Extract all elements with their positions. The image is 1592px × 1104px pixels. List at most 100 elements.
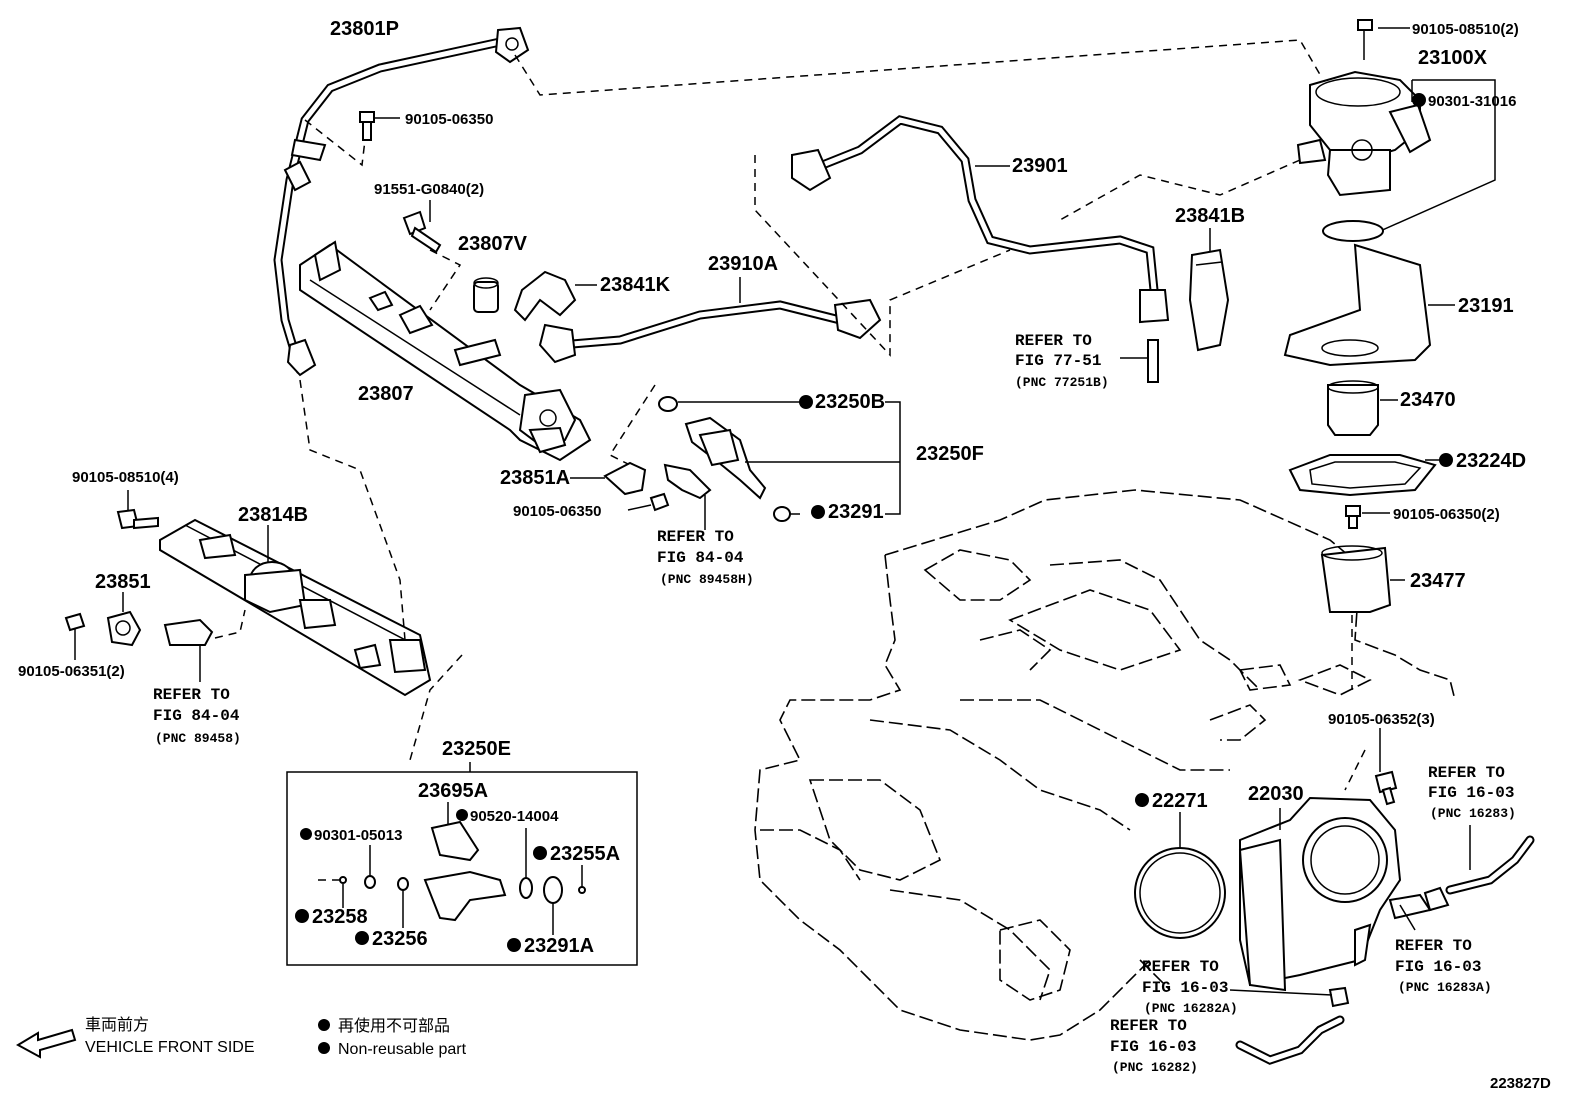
rail-to-injector-dash — [409, 654, 463, 761]
nonreuse-dot — [1135, 793, 1149, 807]
bracket-23841K — [513, 270, 597, 322]
nonreuse-dot — [355, 931, 369, 945]
svg-text:REFER TO: REFER TO — [657, 528, 734, 546]
engine-outline — [754, 489, 1456, 1041]
label-23291A: 23291A — [524, 935, 594, 957]
ref-84-04: REFER TO FIG 84-04 (PNC 89458) — [153, 686, 241, 746]
ref-16282A: REFER TO FIG 16-03 (PNC 16282A) — [1142, 958, 1238, 1016]
fuel-rail-23807 — [299, 240, 592, 462]
label-23841B: 23841B — [1175, 205, 1245, 227]
label-23801P: 23801P — [330, 18, 399, 40]
svg-text:REFER TO: REFER TO — [1428, 764, 1505, 782]
legend-nonreuse-jp: 再使用不可部品 — [338, 1017, 450, 1035]
ref-tube-77-51 — [1147, 339, 1159, 383]
label-22030: 22030 — [1248, 783, 1304, 805]
housing-23477 — [1320, 545, 1405, 613]
rail-23814B — [159, 518, 432, 697]
lifter-23470 — [1327, 380, 1398, 436]
leader-16283A — [1399, 904, 1416, 931]
label-23250B: 23250B — [815, 391, 885, 413]
svg-text:FIG 84-04: FIG 84-04 — [153, 707, 240, 725]
ref-16283A: REFER TO FIG 16-03 (PNC 16283A) — [1395, 937, 1492, 995]
bolt-90105-06350-mid — [627, 492, 670, 512]
coolant-hose-16282 — [1229, 986, 1350, 1065]
connector-23841B — [1188, 228, 1230, 352]
svg-text:FIG 16-03: FIG 16-03 — [1142, 979, 1228, 997]
label-90105-06350-top: 90105-06350 — [405, 111, 493, 128]
label-23807: 23807 — [358, 383, 414, 405]
svg-text:FIG 16-03: FIG 16-03 — [1395, 958, 1481, 976]
legend-front-jp: 車両前方 — [85, 1016, 149, 1034]
label-91551-G0840: 91551-G0840(2) — [374, 181, 484, 198]
bolt-91551-G0840 — [402, 200, 442, 254]
svg-text:REFER TO: REFER TO — [1110, 1017, 1187, 1035]
svg-text:FIG 16-03: FIG 16-03 — [1110, 1038, 1196, 1056]
part-23851 — [106, 592, 142, 647]
label-23477: 23477 — [1410, 570, 1466, 592]
injector-23250F — [658, 396, 901, 522]
bolt-90105-06352-3 — [1374, 728, 1398, 806]
svg-text:REFER TO: REFER TO — [1142, 958, 1219, 976]
label-90105-08510-4: 90105-08510(4) — [72, 469, 179, 486]
gasket-23224D — [1288, 454, 1440, 497]
svg-text:(PNC 77251B): (PNC 77251B) — [1015, 375, 1109, 390]
nonreuse-dot — [507, 938, 521, 952]
nonreuse-legend-dot — [318, 1042, 330, 1054]
diagram-id: 223827D — [1490, 1075, 1551, 1092]
hose-23910A — [538, 277, 882, 364]
nonreuse-dot — [295, 909, 309, 923]
svg-text:REFER TO: REFER TO — [1395, 937, 1472, 955]
label-23695A: 23695A — [418, 780, 488, 802]
label-23851A: 23851A — [500, 467, 570, 489]
insulator-23191 — [1283, 243, 1455, 367]
label-90301-05013: 90301-05013 — [314, 827, 402, 844]
ref-16282: REFER TO FIG 16-03 (PNC 16282) — [1110, 1017, 1198, 1075]
ref-16283: REFER TO FIG 16-03 (PNC 16283) — [1428, 764, 1516, 821]
svg-text:FIG 84-04: FIG 84-04 — [657, 549, 744, 567]
svg-text:(PNC 16283): (PNC 16283) — [1430, 806, 1516, 821]
svg-text:(PNC 16282): (PNC 16282) — [1112, 1060, 1198, 1075]
nonreuse-dot — [811, 505, 825, 519]
nonreuse-legend: 再使用不可部品 Non-reusable part — [318, 1017, 467, 1058]
nonreuse-legend-dot — [318, 1019, 330, 1031]
label-23191: 23191 — [1458, 295, 1514, 317]
label-23910A: 23910A — [708, 253, 778, 275]
label-23256: 23256 — [372, 928, 428, 950]
kit-23250E-box — [286, 762, 638, 966]
label-22271: 22271 — [1152, 790, 1208, 812]
nonreuse-dot — [533, 846, 547, 860]
ref-77-51: REFER TO FIG 77-51 (PNC 77251B) — [1015, 332, 1109, 390]
coolant-hose-16283 — [1423, 825, 1535, 912]
nonreuse-dot — [1439, 453, 1453, 467]
front-arrow-icon — [15, 1028, 77, 1059]
hose-region-outline — [754, 155, 1011, 357]
svg-text:REFER TO: REFER TO — [153, 686, 230, 704]
label-23258: 23258 — [312, 906, 368, 928]
legend-nonreuse-en: Non-reusable part — [338, 1041, 467, 1058]
label-90105-06350-2: 90105-06350(2) — [1393, 506, 1500, 523]
label-90520-14004: 90520-14004 — [470, 808, 559, 825]
bolt-90105-06351 — [64, 612, 86, 660]
bolt-90105-06350-2 — [1345, 505, 1390, 529]
nonreuse-dot — [799, 395, 813, 409]
svg-text:FIG 77-51: FIG 77-51 — [1015, 352, 1101, 370]
legend-front-en: VEHICLE FRONT SIDE — [85, 1039, 255, 1056]
ref-84-04-H: REFER TO FIG 84-04 (PNC 89458H) — [657, 528, 754, 587]
label-23250E: 23250E — [442, 738, 511, 760]
clip-23851A — [570, 461, 647, 496]
label-90301-31016: 90301-31016 — [1428, 93, 1516, 110]
nonreuse-dot — [300, 828, 312, 840]
label-90105-06350-mid: 90105-06350 — [513, 503, 601, 520]
label-23470: 23470 — [1400, 389, 1456, 411]
svg-text:FIG 16-03: FIG 16-03 — [1428, 784, 1514, 802]
svg-text:(PNC 16283A): (PNC 16283A) — [1398, 980, 1492, 995]
label-23901: 23901 — [1012, 155, 1068, 177]
svg-text:(PNC 16282A): (PNC 16282A) — [1144, 1001, 1238, 1016]
nonreuse-dot — [456, 809, 468, 821]
bolt-90105-06350-top — [359, 111, 400, 141]
nonreuse-dot — [1412, 93, 1426, 107]
sensor-89458 — [163, 618, 214, 682]
svg-text:(PNC 89458H): (PNC 89458H) — [660, 572, 754, 587]
rail-dash-a — [214, 609, 246, 639]
